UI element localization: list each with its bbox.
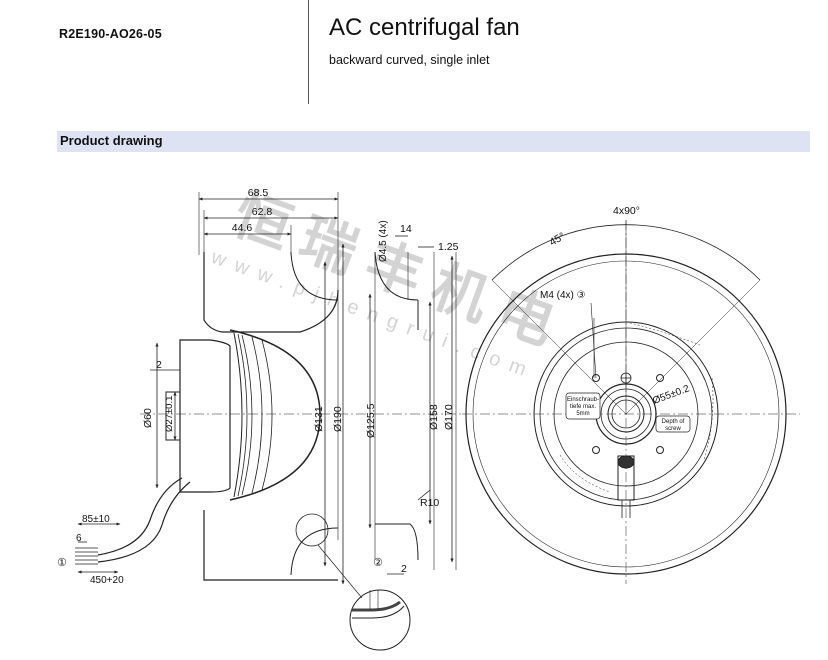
dim-2-left: 2 xyxy=(156,359,162,371)
screw-depth-line-1: Einschraub- xyxy=(567,397,599,403)
thread-m4: M4 (4x) ③ xyxy=(540,290,586,301)
dim-dia-55: Ø55±0.2 xyxy=(651,383,691,407)
side-view xyxy=(75,192,462,651)
dim-hole-dia: Ø4.5 (4x) xyxy=(378,220,389,262)
callout-1: ① xyxy=(57,557,67,569)
dim-dia-158: Ø158 xyxy=(428,404,440,430)
dim-14: 14 xyxy=(400,223,412,235)
dim-62-8: 62.8 xyxy=(252,206,273,218)
product-drawing: 68.5 62.8 44.6 Ø4.5 (4x) 14 1.25 2 Ø60 Ø… xyxy=(57,182,800,651)
dim-dia-125-5: Ø125.5 xyxy=(365,403,377,438)
front-view xyxy=(462,220,800,584)
dim-1-25: 1.25 xyxy=(438,241,459,253)
depth-of-screw-line-2: screw xyxy=(665,426,681,432)
screw-depth-line-2: tiefe max. xyxy=(570,404,596,410)
side-view-dimensions xyxy=(77,197,454,585)
angle-45: 45° xyxy=(548,230,568,248)
cable-length-85: 85±10 xyxy=(82,514,110,525)
dim-dia-60: Ø60 xyxy=(142,408,154,428)
section-title: Product drawing xyxy=(60,133,163,148)
dim-radius-r10: R10 xyxy=(420,497,439,509)
dim-dia-131: Ø131 xyxy=(313,406,325,432)
document-subtitle: backward curved, single inlet xyxy=(329,53,490,67)
dim-dia-170: Ø170 xyxy=(443,404,455,430)
angle-4x90: 4x90° xyxy=(613,205,640,217)
depth-of-screw-line-1: Depth of xyxy=(662,419,685,425)
section-header-bar: Product drawing xyxy=(57,131,810,152)
callout-2: ② xyxy=(373,557,383,569)
cable-length-6: 6 xyxy=(76,533,82,544)
model-number: R2E190-AO26-05 xyxy=(59,27,162,41)
dim-2-detail: 2 xyxy=(401,563,407,575)
watermark: 恒瑞丰机电 www.pjhengrui.com xyxy=(207,182,576,384)
header-divider xyxy=(308,0,309,104)
dim-dia-190: Ø190 xyxy=(332,406,344,432)
document-title: AC centrifugal fan xyxy=(329,14,520,41)
dim-dia-27: Ø27±0.1 xyxy=(164,396,175,432)
dim-44-6: 44.6 xyxy=(232,222,253,234)
dim-68-5: 68.5 xyxy=(248,187,269,199)
screw-depth-line-3: 5mm xyxy=(576,411,589,417)
cable-length-450: 450+20 xyxy=(90,575,124,586)
